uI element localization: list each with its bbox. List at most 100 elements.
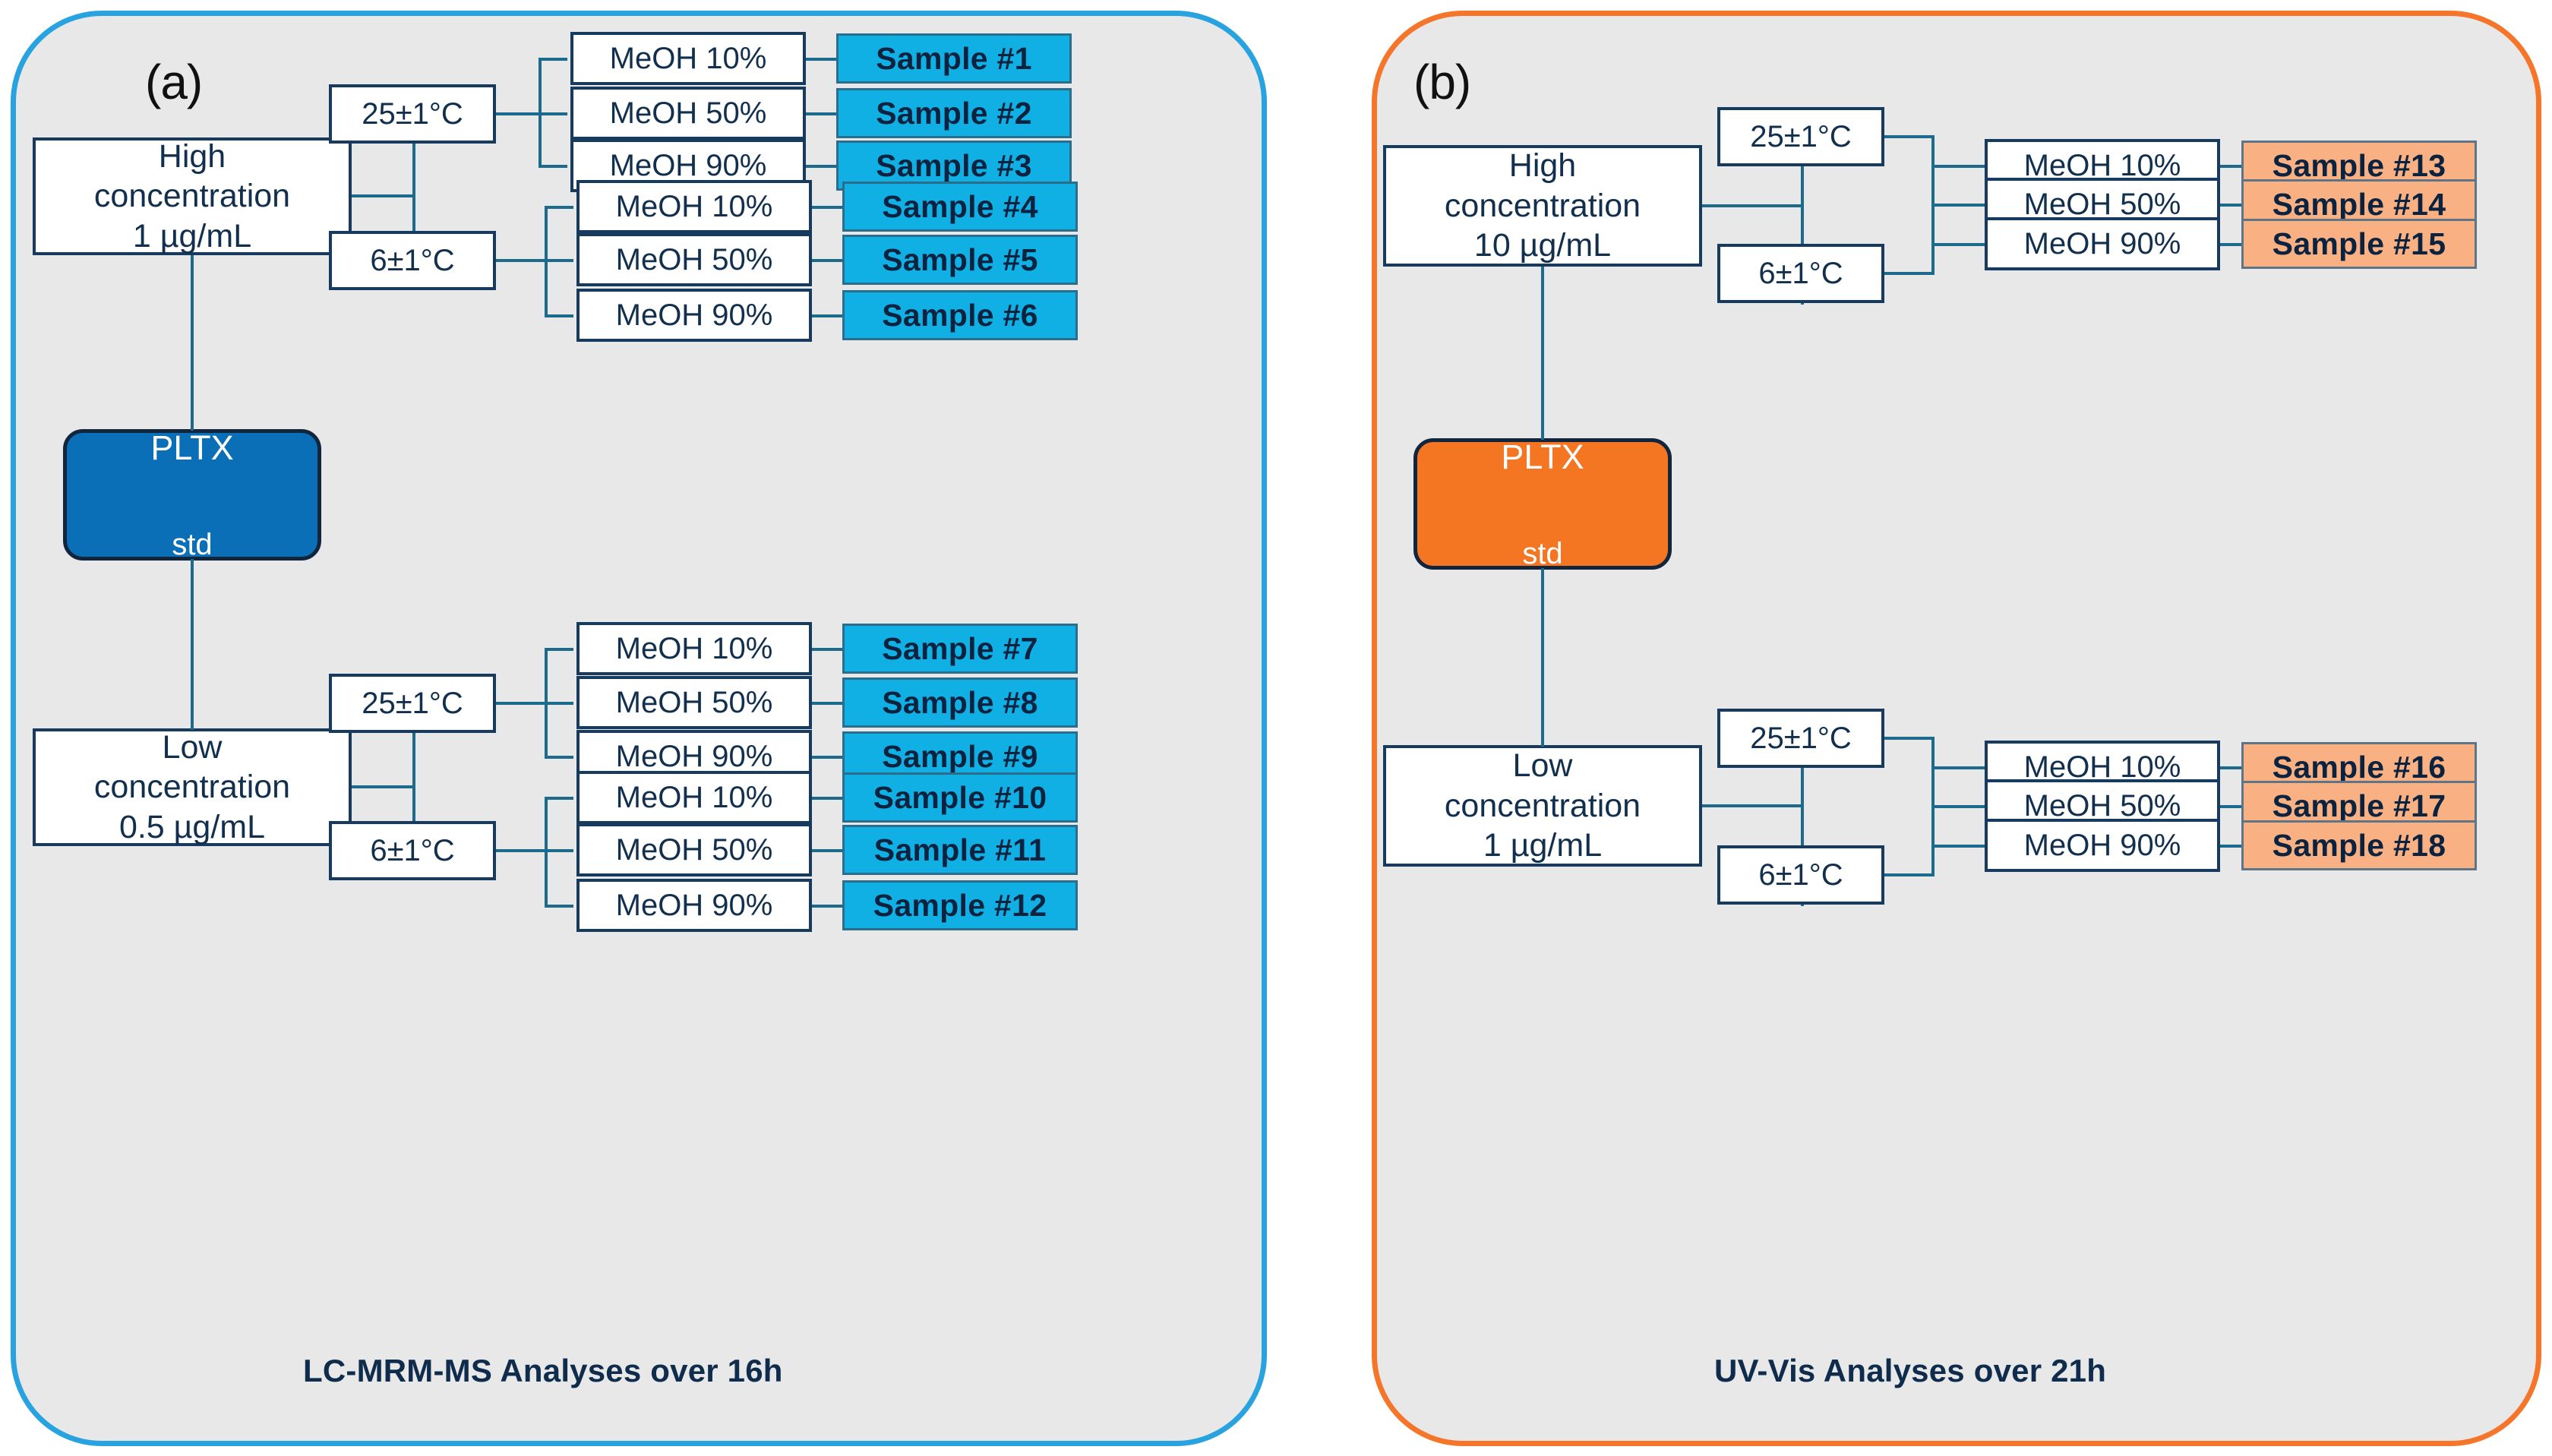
panel-a-link-s2 bbox=[806, 112, 838, 115]
panel-a-tag: (a) bbox=[145, 55, 203, 109]
panel-b-solvent-box-3: MeOH 90% bbox=[1985, 217, 2220, 270]
panel-a-sample-badge-12: Sample #12 bbox=[842, 880, 1078, 930]
panel-a-low-concentration-box: Low concentration 0.5 µg/mL bbox=[33, 728, 352, 846]
panel-b-link-s15 bbox=[2220, 243, 2243, 246]
panel-a-link-s4 bbox=[812, 206, 844, 209]
panel-a: (a) High concentration 1 µg/mL Low conce… bbox=[11, 11, 1267, 1446]
panel-b-pltx-std-box: PLTX std bbox=[1413, 437, 1672, 570]
panel-a-solvent-box-4: MeOH 10% bbox=[576, 180, 812, 233]
panel-b-conn-to-s16 bbox=[1931, 766, 1986, 769]
panel-b-temp-box-4: 6±1°C bbox=[1717, 845, 1884, 905]
panel-a-link-s7 bbox=[812, 648, 844, 651]
panel-a-link-s9 bbox=[812, 756, 844, 759]
panel-a-conn-t2-out bbox=[496, 259, 546, 262]
panel-a-link-s1 bbox=[806, 58, 838, 61]
panel-a-conn-t2-to-s6 bbox=[545, 314, 573, 317]
panel-a-low-branch-spine-b bbox=[412, 785, 415, 852]
panel-a-conn-t1-riser bbox=[539, 58, 542, 166]
panel-a-solvent-box-1: MeOH 10% bbox=[570, 32, 806, 85]
panel-a-link-s11 bbox=[812, 849, 844, 852]
panel-a-conn-t1-to-s2 bbox=[539, 112, 567, 115]
panel-b-conn-t2-out bbox=[1884, 272, 1935, 275]
panel-b-temp-box-1: 25±1°C bbox=[1717, 107, 1884, 166]
panel-b-conn-t4-out bbox=[1884, 873, 1935, 876]
panel-a-sample-badge-10: Sample #10 bbox=[842, 772, 1078, 823]
panel-a-conn-t4-to-s11 bbox=[545, 849, 573, 852]
panel-a-link-s10 bbox=[812, 797, 844, 800]
panel-a-solvent-box-5: MeOH 50% bbox=[576, 233, 812, 286]
panel-a-sample-badge-6: Sample #6 bbox=[842, 290, 1078, 340]
panel-b-conn-to-s17 bbox=[1931, 805, 1986, 808]
panel-b-low-concentration-box: Low concentration 1 µg/mL bbox=[1383, 745, 1702, 867]
panel-a-sample-badge-2: Sample #2 bbox=[836, 88, 1072, 138]
panel-a-conn-t1-out bbox=[496, 112, 540, 115]
panel-a-sample-badge-5: Sample #5 bbox=[842, 235, 1078, 285]
panel-b-conn-to-s14 bbox=[1931, 204, 1986, 207]
panel-a-high-branch-stub bbox=[352, 194, 414, 197]
panel-a-temp-box-3: 25±1°C bbox=[329, 674, 496, 733]
panel-b-low-branch-stub bbox=[1702, 804, 1802, 807]
panel-a-high-concentration-box: High concentration 1 µg/mL bbox=[33, 137, 352, 255]
panel-a-conn-t3-to-s8 bbox=[545, 702, 573, 705]
panel-b-sample-badge-18: Sample #18 bbox=[2241, 820, 2477, 870]
panel-b-link-s13 bbox=[2220, 165, 2243, 168]
panel-a-link-s6 bbox=[812, 314, 844, 317]
panel-a-solvent-box-8: MeOH 50% bbox=[576, 676, 812, 729]
panel-b-std-label: std bbox=[1522, 536, 1563, 570]
panel-a-high-branch-spine bbox=[412, 113, 415, 257]
panel-b-link-s18 bbox=[2220, 845, 2243, 848]
panel-a-solvent-box-7: MeOH 10% bbox=[576, 622, 812, 675]
panel-a-sample-badge-1: Sample #1 bbox=[836, 33, 1072, 84]
panel-b-temp-box-3: 25±1°C bbox=[1717, 709, 1884, 768]
panel-b-link-s16 bbox=[2220, 766, 2243, 769]
panel-a-solvent-box-6: MeOH 90% bbox=[576, 289, 812, 342]
panel-b-conn-t3-out bbox=[1884, 737, 1935, 740]
panel-a-sample-badge-7: Sample #7 bbox=[842, 624, 1078, 674]
panel-a-conn-t3-to-s7 bbox=[545, 648, 573, 651]
panel-a-pltx-label: PLTX bbox=[150, 428, 234, 468]
panel-a-conn-t3-to-s9 bbox=[545, 756, 573, 759]
panel-a-link-s8 bbox=[812, 702, 844, 705]
panel-b-high-concentration-box: High concentration 10 µg/mL bbox=[1383, 145, 1702, 267]
panel-a-solvent-box-12: MeOH 90% bbox=[576, 879, 812, 932]
panel-b-caption: UV-Vis Analyses over 21h bbox=[1714, 1353, 2107, 1388]
panel-b-link-s17 bbox=[2220, 805, 2243, 808]
panel-b-high-branch-stub bbox=[1702, 204, 1802, 207]
panel-a-trunk-high-to-pltx bbox=[191, 255, 194, 431]
panel-a-temp-box-4: 6±1°C bbox=[329, 821, 496, 880]
panel-b-link-s14 bbox=[2220, 204, 2243, 207]
panel-a-temp-box-2: 6±1°C bbox=[329, 231, 496, 290]
panel-a-conn-t2-to-s4 bbox=[545, 206, 573, 209]
panel-a-caption: LC-MRM-MS Analyses over 16h bbox=[303, 1353, 783, 1388]
panel-a-high-branch-spine-2 bbox=[412, 194, 415, 259]
panel-a-solvent-box-2: MeOH 50% bbox=[570, 87, 806, 140]
panel-b-pltx-label: PLTX bbox=[1501, 437, 1584, 477]
panel-a-low-branch-spine-a bbox=[412, 703, 415, 788]
panel-a-sample-badge-4: Sample #4 bbox=[842, 182, 1078, 232]
panel-a-trunk-pltx-to-low bbox=[191, 559, 194, 730]
panel-a-conn-t2-to-s5 bbox=[545, 259, 573, 262]
panel-b-solvent-box-6: MeOH 90% bbox=[1985, 819, 2220, 872]
panel-b-conn-to-s18 bbox=[1931, 845, 1986, 848]
panel-b-tag: (b) bbox=[1413, 55, 1471, 109]
panel-a-std-label: std bbox=[172, 527, 213, 561]
panel-b-sample-badge-15: Sample #15 bbox=[2241, 219, 2477, 269]
panel-a-link-s12 bbox=[812, 905, 844, 908]
panel-a-conn-t4-to-s10 bbox=[545, 797, 573, 800]
panel-b-trunk-pltx-to-low bbox=[1541, 568, 1544, 747]
panel-b: (b) High concentration 10 µg/mL Low conc… bbox=[1372, 11, 2541, 1446]
panel-b-conn-to-s15 bbox=[1931, 243, 1986, 246]
panel-a-sample-badge-11: Sample #11 bbox=[842, 825, 1078, 875]
panel-b-trunk-high-to-pltx bbox=[1541, 267, 1544, 440]
panel-a-conn-t1-to-s1 bbox=[539, 58, 567, 61]
panel-a-link-s5 bbox=[812, 259, 844, 262]
panel-b-conn-to-s13 bbox=[1931, 165, 1986, 168]
panel-a-low-branch-stub bbox=[352, 785, 414, 788]
panel-a-pltx-std-box: PLTX std bbox=[63, 428, 321, 561]
panel-b-low-branch-spine bbox=[1801, 739, 1804, 906]
panel-a-link-s3 bbox=[806, 165, 838, 168]
panel-a-conn-t1-to-s3 bbox=[539, 165, 567, 168]
panel-a-conn-t4-out bbox=[496, 849, 546, 852]
panel-a-conn-t4-to-s12 bbox=[545, 905, 573, 908]
